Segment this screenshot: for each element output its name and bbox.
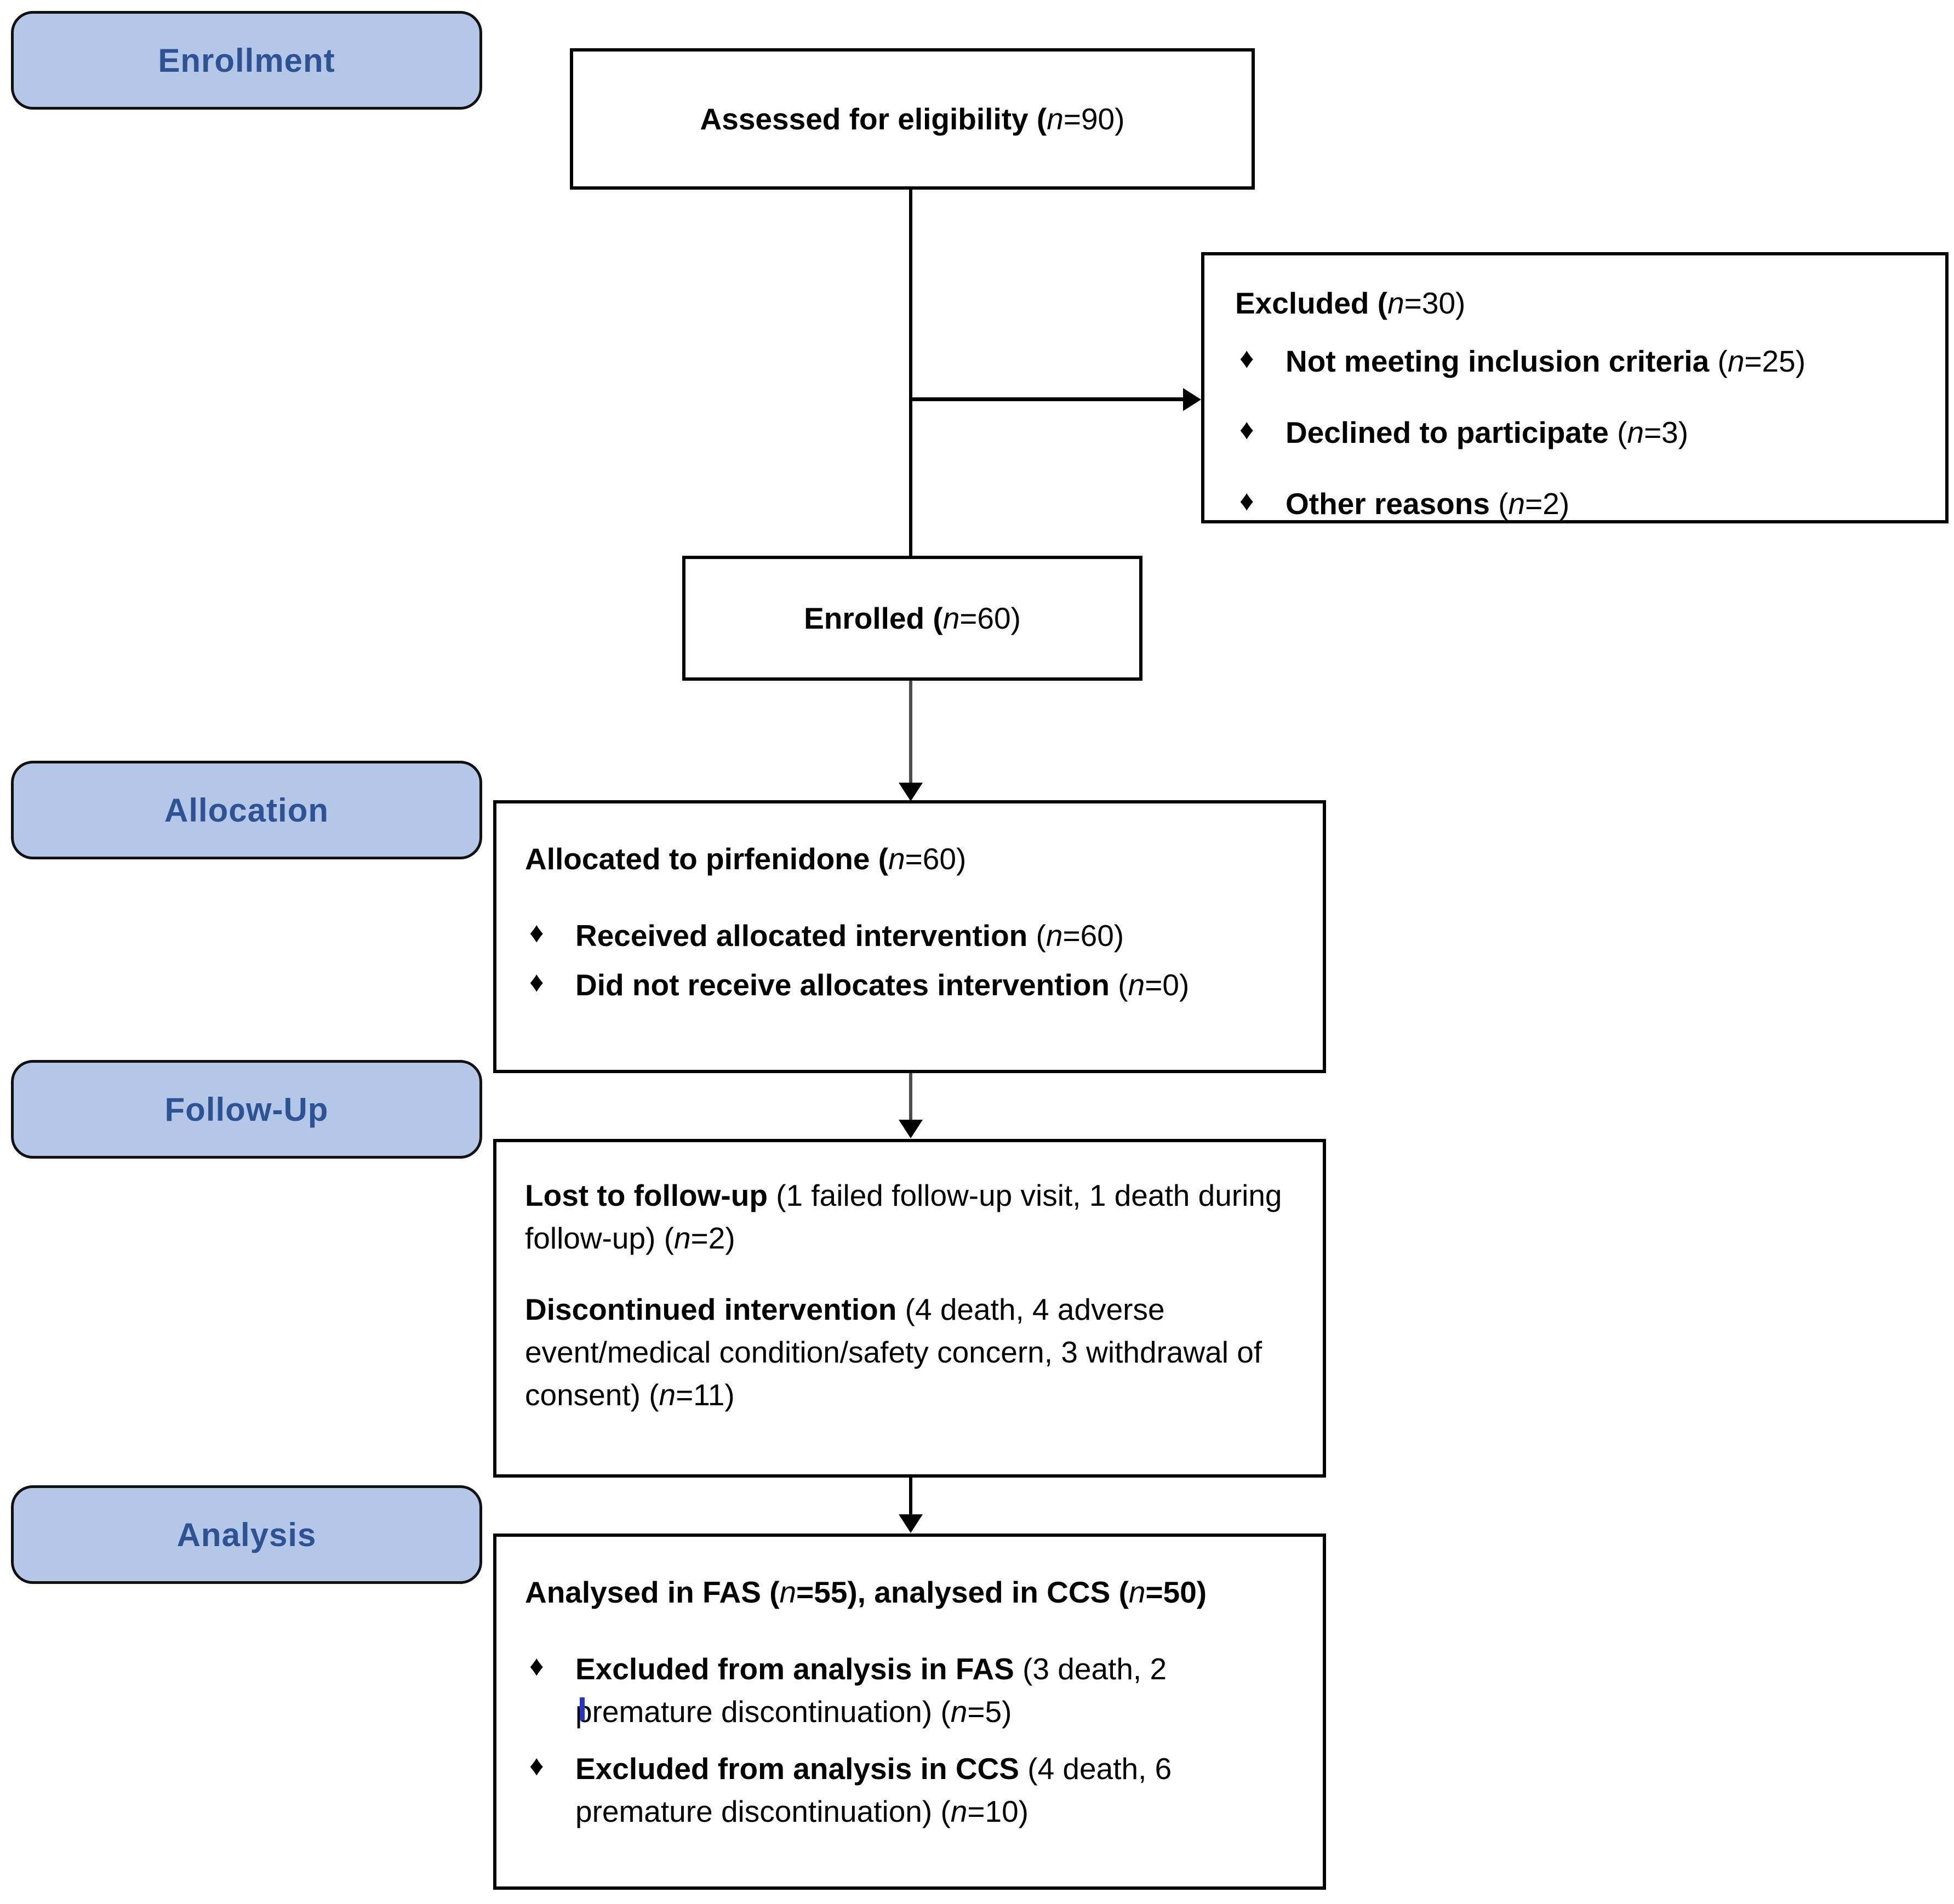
analysis-item-0-bold: Excluded from analysis in FAS — [575, 1652, 1014, 1686]
allocated-heading: Allocated to pirfenidone — [525, 842, 870, 876]
analysis-heading-ccs-count: =50) — [1145, 1575, 1207, 1609]
box-follow-up: Lost to follow-up (1 failed follow-up vi… — [493, 1139, 1326, 1478]
excluded-item-1-text: Declined to participate — [1285, 415, 1609, 450]
analysis-item-0-count: =5) — [967, 1695, 1012, 1729]
followup-discontinued-paragraph: Discontinued intervention (4 death, 4 ad… — [525, 1288, 1294, 1416]
stage-label-allocation: Allocation — [11, 761, 482, 859]
analysis-heading-fas: Analysed in FAS ( — [525, 1575, 780, 1609]
box-excluded: Excluded (n=30) ♦Not meeting inclusion c… — [1201, 252, 1949, 523]
excluded-item-1-count: =3 — [1644, 415, 1678, 450]
list-item: ♦ Other reasons (n=2) — [1235, 482, 1915, 525]
analysis-item-1-n-symbol: n — [950, 1794, 968, 1829]
list-item: ♦Declined to participate (n=3) — [1235, 411, 1915, 454]
stage-label-enrollment: Enrollment — [11, 11, 482, 110]
stage-label-analysis-text: Analysis — [176, 1516, 317, 1553]
analysis-item-1-count: =10) — [967, 1794, 1029, 1829]
list-item: ♦Received allocated intervention (n=60) — [525, 914, 1294, 957]
excluded-item-2-n-symbol: n — [1508, 487, 1526, 521]
box-analysis-text: Analysed in FAS (n=55), analysed in CCS … — [496, 1537, 1323, 1886]
analysis-item-0-rest: (3 death, 2 premature discontinuation) ( — [575, 1652, 1167, 1729]
diamond-bullet-icon: ♦ — [529, 966, 544, 999]
allocated-item-1-count: =0 — [1145, 968, 1179, 1002]
box-follow-up-text: Lost to follow-up (1 failed follow-up vi… — [496, 1142, 1323, 1474]
excluded-heading-n-symbol: n — [1387, 286, 1404, 320]
diamond-bullet-icon: ♦ — [1239, 485, 1254, 517]
stage-label-follow-up: Follow-Up — [11, 1060, 482, 1159]
excluded-item-0-text: Not meeting inclusion criteria — [1285, 344, 1710, 379]
box-allocated-to-pirfenidone: Allocated to pirfenidone (n=60) ♦Receive… — [493, 800, 1326, 1073]
excluded-item-1-n-symbol: n — [1627, 415, 1644, 450]
allocated-heading-count: =60 — [905, 842, 956, 876]
analysis-heading-ccs: analysed in CCS ( — [874, 1575, 1129, 1609]
analysis-heading: Analysed in FAS (n=55), analysed in CCS … — [525, 1571, 1294, 1614]
assessed-count: =90 — [1063, 101, 1115, 136]
excluded-item-0-n-symbol: n — [1727, 344, 1745, 379]
arrowhead-to-analysis-icon — [899, 1514, 923, 1533]
allocated-item-0-count: =60 — [1062, 919, 1114, 953]
analysis-heading-fas-count: =55), — [796, 1575, 875, 1609]
analysis-item-1-bold: Excluded from analysis in CCS — [575, 1752, 1019, 1786]
diamond-bullet-icon: ♦ — [1239, 343, 1254, 375]
connector-allocated-to-followup — [909, 1071, 912, 1122]
followup-lost-paragraph: Lost to follow-up (1 failed follow-up vi… — [525, 1174, 1294, 1259]
analysis-exclusions-list: ♦ Excluded from analysis in FAS (3 death,… — [525, 1648, 1294, 1833]
box-enrolled: Enrolled (n=60) — [682, 556, 1142, 681]
followup-lost-count: =2) — [690, 1221, 735, 1256]
arrowhead-to-excluded-icon — [1183, 388, 1201, 411]
assessed-lead: Assessed for eligibility — [700, 101, 1029, 136]
allocated-items-list: ♦Received allocated intervention (n=60) … — [525, 914, 1294, 1006]
excluded-item-2-text: Other reasons — [1285, 487, 1490, 521]
allocated-heading-n-symbol: n — [888, 842, 905, 876]
diamond-bullet-icon: ♦ — [1239, 414, 1254, 446]
connector-assessed-to-enrolled — [909, 188, 912, 557]
analysis-item-1-rest: (4 death, 6 premature discontinuation) ( — [575, 1752, 1172, 1829]
list-item: ♦ Excluded from analysis in FAS (3 death,… — [525, 1648, 1294, 1733]
stage-label-analysis: Analysis — [11, 1485, 482, 1584]
diamond-bullet-icon: ♦ — [529, 917, 544, 949]
followup-disc-count: =11) — [676, 1378, 735, 1412]
excluded-item-0-count: =25 — [1744, 344, 1796, 379]
followup-disc-n-symbol: n — [659, 1378, 676, 1412]
box-allocated-text: Allocated to pirfenidone (n=60) ♦Receive… — [496, 803, 1323, 1070]
followup-disc-bold: Discontinued intervention — [525, 1292, 897, 1327]
list-item: ♦Not meeting inclusion criteria (n=25) — [1235, 340, 1915, 383]
box-analysis: Analysed in FAS (n=55), analysed in CCS … — [493, 1534, 1326, 1890]
excluded-item-2-count: =2 — [1525, 487, 1559, 521]
connector-followup-to-analysis — [909, 1476, 912, 1517]
blue-cursor-artifact — [580, 1697, 585, 1720]
arrowhead-to-followup-icon — [899, 1120, 923, 1138]
list-item: ♦ Excluded from analysis in CCS (4 death,… — [525, 1747, 1294, 1833]
allocated-item-0-n-symbol: n — [1045, 919, 1063, 953]
allocated-item-1-n-symbol: n — [1128, 968, 1145, 1002]
connector-assessed-to-excluded — [909, 397, 1183, 401]
box-enrolled-text: Enrolled (n=60) — [804, 601, 1021, 635]
excluded-heading-count: =30 — [1404, 286, 1456, 320]
allocated-item-1-text: Did not receive allocates intervention — [575, 968, 1110, 1002]
enrolled-lead: Enrolled — [804, 601, 925, 635]
followup-lost-bold: Lost to follow-up — [525, 1178, 768, 1212]
followup-disc-rest: (4 death, 4 adverse event/medical condit… — [525, 1292, 1262, 1412]
excluded-reasons-list: ♦Not meeting inclusion criteria (n=25) ♦… — [1235, 340, 1915, 525]
arrowhead-to-allocated-icon — [899, 783, 923, 801]
stage-label-follow-up-text: Follow-Up — [164, 1091, 329, 1128]
diamond-bullet-icon: ♦ — [529, 1750, 544, 1782]
list-item: ♦Did not receive allocates intervention … — [525, 964, 1294, 1006]
allocated-item-0-text: Received allocated intervention — [575, 919, 1028, 953]
stage-label-enrollment-text: Enrollment — [158, 42, 335, 79]
diamond-bullet-icon: ♦ — [529, 1650, 544, 1683]
stage-label-allocation-text: Allocation — [164, 791, 329, 829]
followup-lost-n-symbol: n — [674, 1221, 691, 1256]
followup-lost-rest: (1 failed follow-up visit, 1 death durin… — [525, 1178, 1282, 1256]
enrolled-n-symbol: n — [942, 601, 960, 635]
analysis-heading-ccs-n-symbol: n — [1128, 1575, 1146, 1609]
connector-enrolled-to-allocated — [909, 679, 912, 786]
box-excluded-text: Excluded (n=30) ♦Not meeting inclusion c… — [1204, 255, 1945, 521]
analysis-heading-fas-n-symbol: n — [779, 1575, 797, 1609]
excluded-heading: Excluded — [1235, 286, 1369, 320]
box-assessed-text: Assessed for eligibility (n=90) — [700, 101, 1125, 136]
box-assessed-for-eligibility: Assessed for eligibility (n=90) — [570, 48, 1255, 190]
assessed-n-symbol: n — [1047, 101, 1064, 136]
enrolled-count: =60 — [959, 601, 1011, 635]
analysis-item-0-n-symbol: n — [950, 1695, 968, 1729]
